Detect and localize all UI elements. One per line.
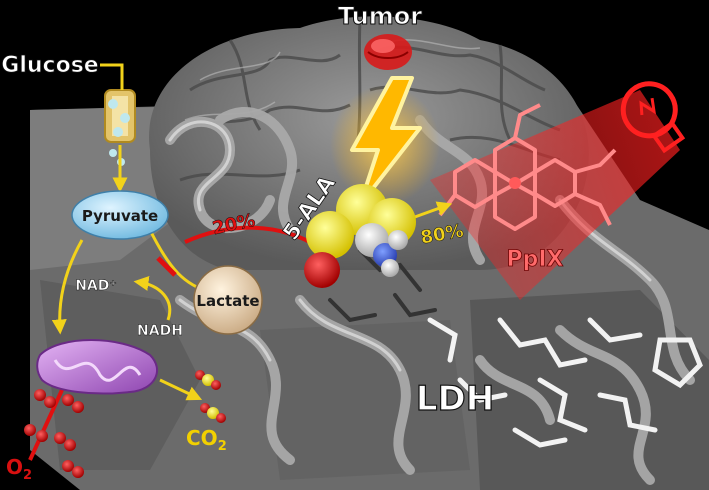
arrow-to-mitochondrion bbox=[51, 239, 84, 335]
co2-molecules bbox=[195, 370, 226, 423]
o2-molecules bbox=[24, 389, 84, 478]
glucose-transporter bbox=[104, 89, 136, 166]
lactate-label: Lactate bbox=[196, 292, 259, 310]
active-site-residues bbox=[427, 317, 703, 448]
lightning-bolt-icon bbox=[350, 76, 422, 207]
arrow-20-to-pyruvate bbox=[184, 225, 322, 250]
ppix-molecule bbox=[438, 103, 617, 231]
inhibition-bar bbox=[156, 256, 177, 277]
o2-main: O bbox=[6, 455, 23, 479]
tumor-blob-icon bbox=[364, 34, 412, 70]
co2-subscript: 2 bbox=[218, 439, 227, 454]
nadh-label: NADH bbox=[137, 323, 183, 339]
tumor-label: Tumor bbox=[338, 2, 422, 30]
ppix-label: PpIX bbox=[506, 247, 563, 272]
nad-plus-label: NAD⁺ bbox=[75, 278, 117, 294]
yellow-arrows bbox=[51, 63, 453, 401]
lactate-node bbox=[193, 265, 263, 335]
light-bulb-icon bbox=[620, 81, 686, 154]
light-cone bbox=[430, 90, 680, 300]
arrow-80-to-ppix bbox=[411, 201, 453, 220]
pyruvate-node bbox=[71, 190, 169, 240]
mitochondrion bbox=[36, 339, 159, 395]
co2-main: CO bbox=[186, 426, 218, 450]
o2-label: O2 bbox=[6, 455, 32, 483]
arrow-to-co2 bbox=[159, 378, 203, 401]
glucose-label: Glucose bbox=[1, 53, 98, 78]
ldh-label: LDH bbox=[416, 379, 494, 419]
o2-subscript: 2 bbox=[23, 468, 32, 483]
pyruvate-label: Pyruvate bbox=[82, 207, 158, 225]
co2-label: CO2 bbox=[186, 426, 227, 454]
five-ala-molecule bbox=[304, 184, 416, 288]
arrow-glucose-in bbox=[100, 63, 124, 90]
arrow-nadh-to-nad bbox=[133, 275, 172, 321]
